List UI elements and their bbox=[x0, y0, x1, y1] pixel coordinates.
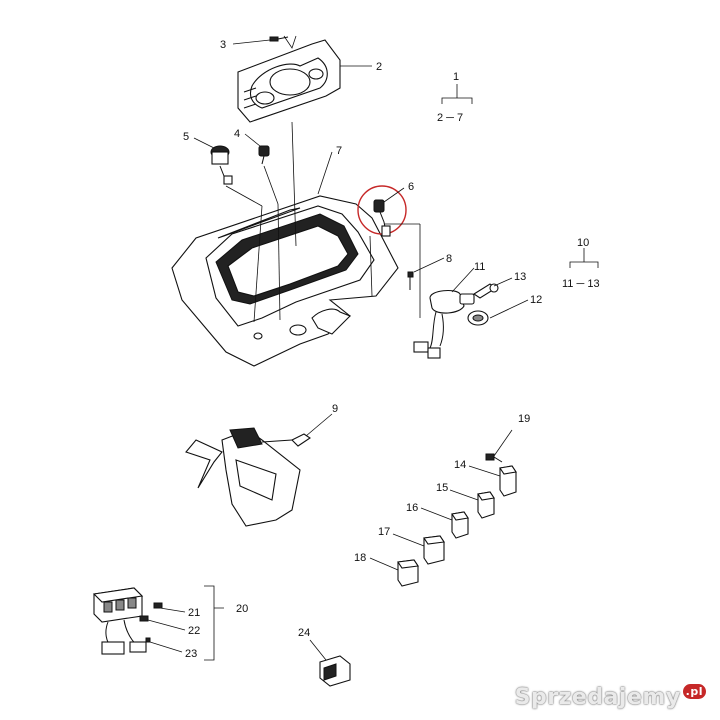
callout-11-13: 11 ─ 13 bbox=[562, 278, 600, 290]
highlighted-switch bbox=[357, 185, 407, 237]
watermark-text: Sprzedajemy bbox=[514, 685, 681, 710]
callout-8: 8 bbox=[446, 253, 452, 265]
relay-18 bbox=[397, 559, 419, 587]
relay-17 bbox=[423, 535, 445, 565]
ignition-switch bbox=[413, 289, 475, 359]
bolt bbox=[407, 271, 414, 290]
callout-7: 7 bbox=[336, 145, 342, 157]
callout-11: 11 bbox=[474, 261, 485, 273]
sensor bbox=[258, 145, 270, 165]
callout-labels: 1 2 ─ 7 2 3 4 5 6 7 8 9 10 11 ─ 13 11 12… bbox=[183, 39, 600, 660]
fuse-box bbox=[92, 587, 163, 655]
callout-1: 1 bbox=[453, 71, 459, 83]
leader-lines bbox=[147, 35, 599, 661]
callout-6: 6 bbox=[408, 181, 414, 193]
watermark-logo: Sprzedajemy.pl bbox=[514, 684, 706, 710]
callout-24: 24 bbox=[298, 627, 310, 639]
instrument-cluster bbox=[237, 39, 341, 123]
callout-10: 10 bbox=[577, 237, 589, 249]
callout-23: 23 bbox=[185, 648, 197, 660]
callout-2-7: 2 ─ 7 bbox=[437, 112, 463, 124]
callout-14: 14 bbox=[454, 459, 466, 471]
screw bbox=[269, 36, 289, 42]
callout-19: 19 bbox=[518, 413, 530, 425]
relay-screw-19 bbox=[485, 453, 503, 463]
callout-9: 9 bbox=[332, 403, 338, 415]
callout-5: 5 bbox=[183, 131, 189, 143]
relay-14 bbox=[499, 465, 517, 497]
ignition-key bbox=[472, 283, 499, 299]
callout-4: 4 bbox=[234, 128, 240, 140]
dashboard-panel bbox=[171, 195, 399, 367]
callout-13: 13 bbox=[514, 271, 526, 283]
relay-15 bbox=[477, 491, 495, 519]
callout-18: 18 bbox=[354, 552, 366, 564]
fan-motor bbox=[185, 427, 311, 527]
watermark-suffix: .pl bbox=[682, 684, 706, 699]
relay-16 bbox=[451, 511, 469, 539]
callout-20: 20 bbox=[236, 603, 248, 615]
callout-15: 15 bbox=[436, 482, 448, 494]
callout-16: 16 bbox=[406, 502, 418, 514]
switch-cap bbox=[467, 310, 489, 326]
buzzer bbox=[210, 145, 233, 185]
callout-21: 21 bbox=[188, 607, 200, 619]
callout-2: 2 bbox=[376, 61, 382, 73]
callout-17: 17 bbox=[378, 526, 390, 538]
connector bbox=[319, 655, 351, 687]
callout-12: 12 bbox=[530, 294, 542, 306]
callout-22: 22 bbox=[188, 625, 200, 637]
callout-3: 3 bbox=[220, 39, 226, 51]
